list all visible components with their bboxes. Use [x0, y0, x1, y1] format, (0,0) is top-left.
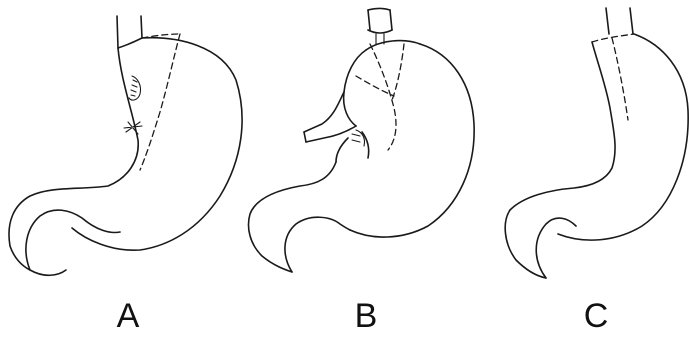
panel-label-a: A	[108, 296, 148, 336]
panel-b-drawing	[249, 9, 475, 273]
panel-a-drawing	[9, 16, 242, 275]
panel-label-b: B	[346, 296, 386, 336]
panel-c-drawing	[505, 8, 688, 278]
panel-label-c: C	[576, 296, 616, 336]
